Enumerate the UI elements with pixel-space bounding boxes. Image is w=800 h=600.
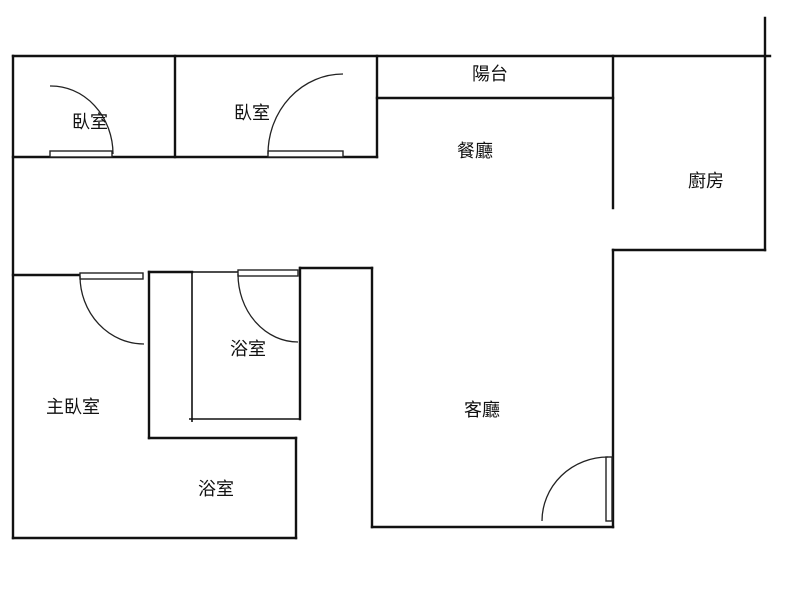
label-bathroom-1: 浴室 (230, 339, 266, 360)
door-leaf (79, 272, 144, 280)
door-swing-arc (237, 273, 299, 343)
label-living-room: 客廳 (464, 400, 500, 421)
door-bathroom-1 (237, 269, 299, 343)
door-swing-arc (79, 275, 145, 345)
label-bedroom-2: 臥室 (234, 103, 270, 124)
door-swing-arc (541, 456, 609, 522)
door-swing-arc (49, 85, 114, 155)
door-living-room (541, 456, 613, 522)
doors (49, 73, 613, 522)
label-bedroom-1: 臥室 (72, 112, 108, 133)
label-kitchen: 廚房 (688, 170, 724, 192)
door-leaf (237, 269, 299, 277)
door-bedroom-1 (49, 85, 114, 158)
label-bathroom-2: 浴室 (198, 479, 234, 500)
door-bedroom-2 (267, 73, 344, 158)
door-leaf (49, 150, 113, 158)
door-master-bedroom (79, 272, 145, 345)
label-dining: 餐廳 (457, 141, 493, 162)
label-balcony: 陽台 (472, 64, 508, 85)
walls (11, 16, 772, 540)
door-leaf (267, 150, 344, 158)
door-swing-arc (267, 73, 344, 155)
room-labels: 臥室 臥室 陽台 餐廳 廚房 浴室 主臥室 客廳 浴室 (46, 64, 724, 500)
label-master-bedroom: 主臥室 (46, 397, 100, 418)
door-leaf (605, 456, 613, 522)
